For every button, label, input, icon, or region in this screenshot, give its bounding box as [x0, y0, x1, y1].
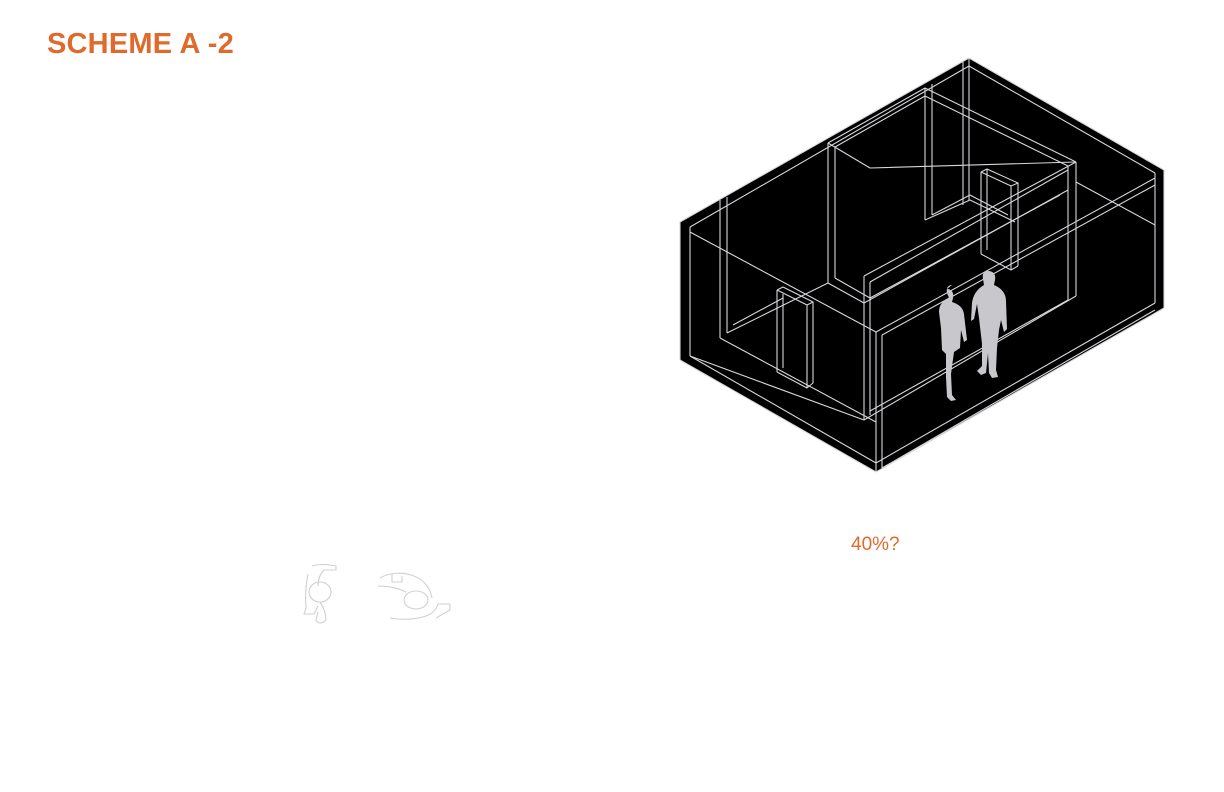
standing-figures — [939, 271, 1007, 401]
room-model-body — [680, 58, 1164, 472]
annotation-note: 40%? — [851, 534, 900, 555]
page-title: SCHEME A -2 — [47, 28, 234, 60]
plan-figure-seated-right — [377, 572, 451, 620]
standing-figure-right — [971, 271, 1007, 378]
standing-figure-left — [939, 285, 967, 401]
plan-figure-seated-left — [303, 563, 337, 624]
plan-figure-symbols — [303, 563, 451, 624]
room-wireframe — [679, 57, 1165, 473]
